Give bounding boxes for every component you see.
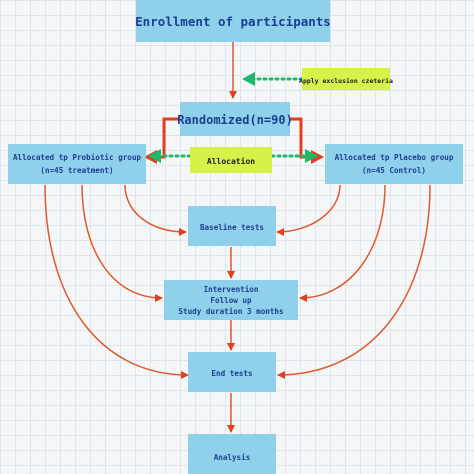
enrollment-label: Enrollment of participants [135,14,331,29]
end-tests-box: End tests [188,352,276,392]
arrow-probiotic-to-baseline [124,184,187,236]
intervention-label-line3: Study duration 3 months [178,307,283,316]
arrow-placebo-to-intervention [299,184,386,302]
analysis-label: Analysis [214,453,251,462]
intervention-box: Intervention Follow up Study duration 3 … [164,280,298,320]
end-tests-label: End tests [211,369,252,378]
allocation-note: Allocation [190,147,272,173]
probiotic-label-line2: (n=45 treatment) [40,166,113,175]
exclusion-note: Apply exclusion czeteria [299,68,393,90]
analysis-box: Analysis [188,434,276,474]
arrow-placebo-to-baseline [276,184,341,236]
placebo-label-line2: (n=45 Control) [362,166,426,175]
baseline-label: Baseline tests [200,223,264,232]
randomized-label: Randomized(n=90) [177,113,293,127]
intervention-label-line1: Intervention [204,285,259,294]
exclusion-label: Apply exclusion czeteria [299,77,393,85]
arrow-randomized-to-probiotic [144,117,180,164]
probiotic-label-line1: Allocated tp Probiotic group [13,153,141,162]
probiotic-box: Allocated tp Probiotic group (n=45 treat… [8,144,146,184]
baseline-box: Baseline tests [188,206,276,246]
allocation-label: Allocation [207,156,255,166]
enrollment-box: Enrollment of participants [135,0,331,42]
randomized-box: Randomized(n=90) [177,102,293,136]
arrow-probiotic-to-end-tests [44,184,189,379]
placebo-label-line1: Allocated tp Placebo group [335,153,454,162]
arrow-randomized-to-placebo [290,117,324,164]
arrow-placebo-to-end-tests [277,184,431,379]
intervention-label-line2: Follow up [210,296,252,305]
placebo-box: Allocated tp Placebo group (n=45 Control… [325,144,463,184]
connectors [44,42,431,433]
arrow-probiotic-to-intervention [81,184,163,302]
